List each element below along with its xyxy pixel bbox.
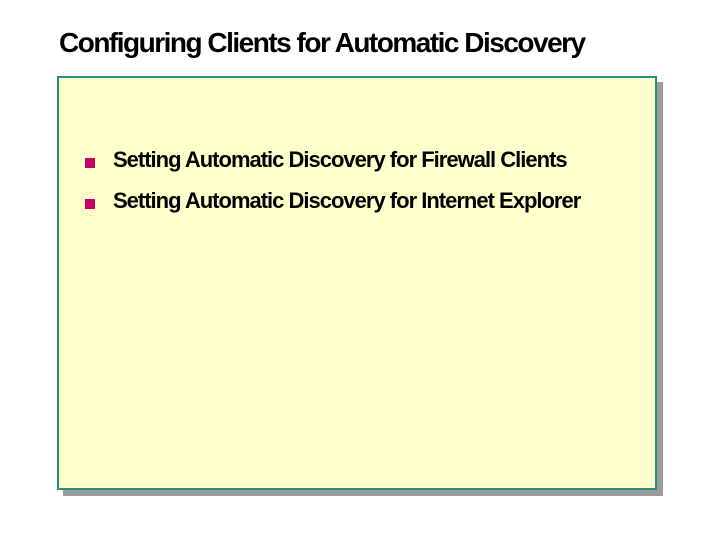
bullet-text: Setting Automatic Discovery for Firewall… <box>113 147 568 172</box>
slide-title: Configuring Clients for Automatic Discov… <box>59 27 586 58</box>
bullet-text: Setting Automatic Discovery for Internet… <box>113 188 581 214</box>
bullet-square-icon <box>85 199 95 210</box>
bullet-square-icon <box>85 158 95 168</box>
bullet-list: Setting Automatic Discovery for Firewall… <box>59 78 655 215</box>
bullet-item: Setting Automatic Discovery for Internet… <box>85 188 635 214</box>
content-box: Setting Automatic Discovery for Firewall… <box>57 76 657 490</box>
bullet-item: Setting Automatic Discovery for Firewall… <box>85 147 635 173</box>
